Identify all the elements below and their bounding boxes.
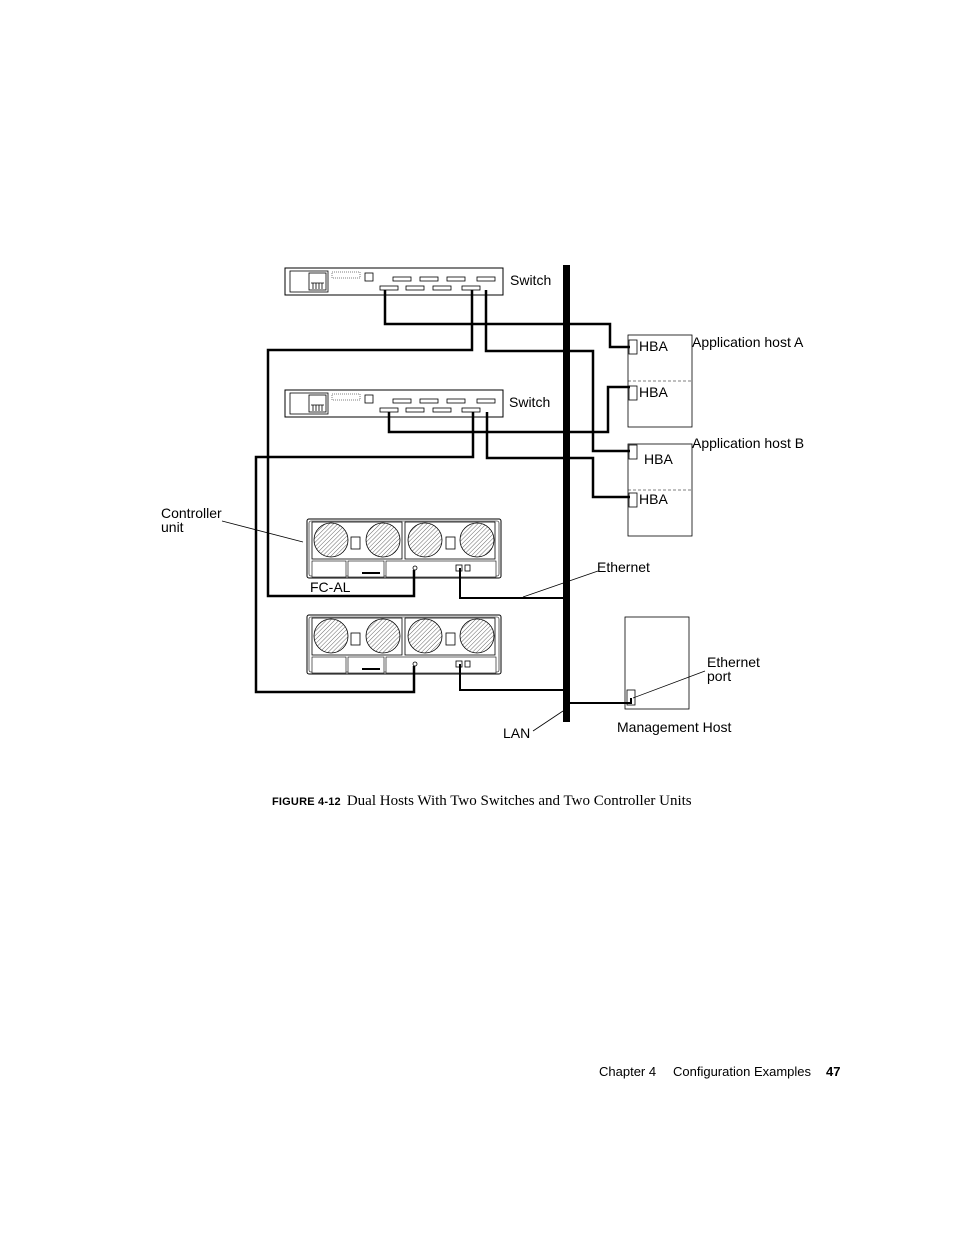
switch-bottom — [284, 389, 504, 418]
switch-bottom-label: Switch — [509, 394, 550, 410]
figure-title: Dual Hosts With Two Switches and Two Con… — [346, 793, 692, 809]
lan-backbone — [563, 265, 570, 722]
management-host — [624, 616, 690, 710]
controller-unit-label-line2: unit — [161, 519, 184, 535]
controller-unit-1 — [306, 518, 502, 579]
hba-b2-label: HBA — [639, 491, 668, 507]
hba-port-b2 — [628, 492, 638, 508]
footer-page-number: 47 — [826, 1064, 841, 1079]
management-host-label: Management Host — [617, 719, 732, 735]
hba-port-a1 — [628, 339, 638, 355]
ethernet-label: Ethernet — [597, 559, 650, 575]
controller-unit-2 — [306, 614, 502, 675]
switch-top-label: Switch — [510, 272, 551, 288]
lan-label: LAN — [503, 725, 530, 741]
figure-caption: FIGURE 4-12 Dual Hosts With Two Switches … — [272, 792, 692, 810]
ethernet-cables — [459, 568, 632, 704]
hba-port-a2 — [628, 385, 638, 401]
fc-al-label: FC-AL — [310, 579, 351, 595]
footer-chapter-title: Configuration Examples — [673, 1064, 812, 1079]
application-host-a — [627, 334, 693, 428]
app-host-b-label: Application host B — [692, 435, 804, 451]
ethernet-port-label-line2: port — [707, 668, 731, 684]
leader-lines — [221, 520, 706, 732]
app-host-a-label: Application host A — [692, 334, 804, 350]
footer-chapter: Chapter 4 — [599, 1064, 657, 1079]
switch-top — [284, 267, 504, 296]
ethernet-port-label-line1: Ethernet — [707, 654, 760, 670]
hba-a2-label: HBA — [639, 384, 668, 400]
fc-cables — [254, 290, 630, 694]
controller-unit-label-line1: Controller — [161, 505, 222, 521]
figure-number: FIGURE 4-12 — [272, 796, 341, 808]
hba-port-b1 — [628, 444, 638, 460]
hba-b1-label: HBA — [644, 451, 673, 467]
hba-a1-label: HBA — [639, 338, 668, 354]
application-host-b — [627, 443, 693, 537]
